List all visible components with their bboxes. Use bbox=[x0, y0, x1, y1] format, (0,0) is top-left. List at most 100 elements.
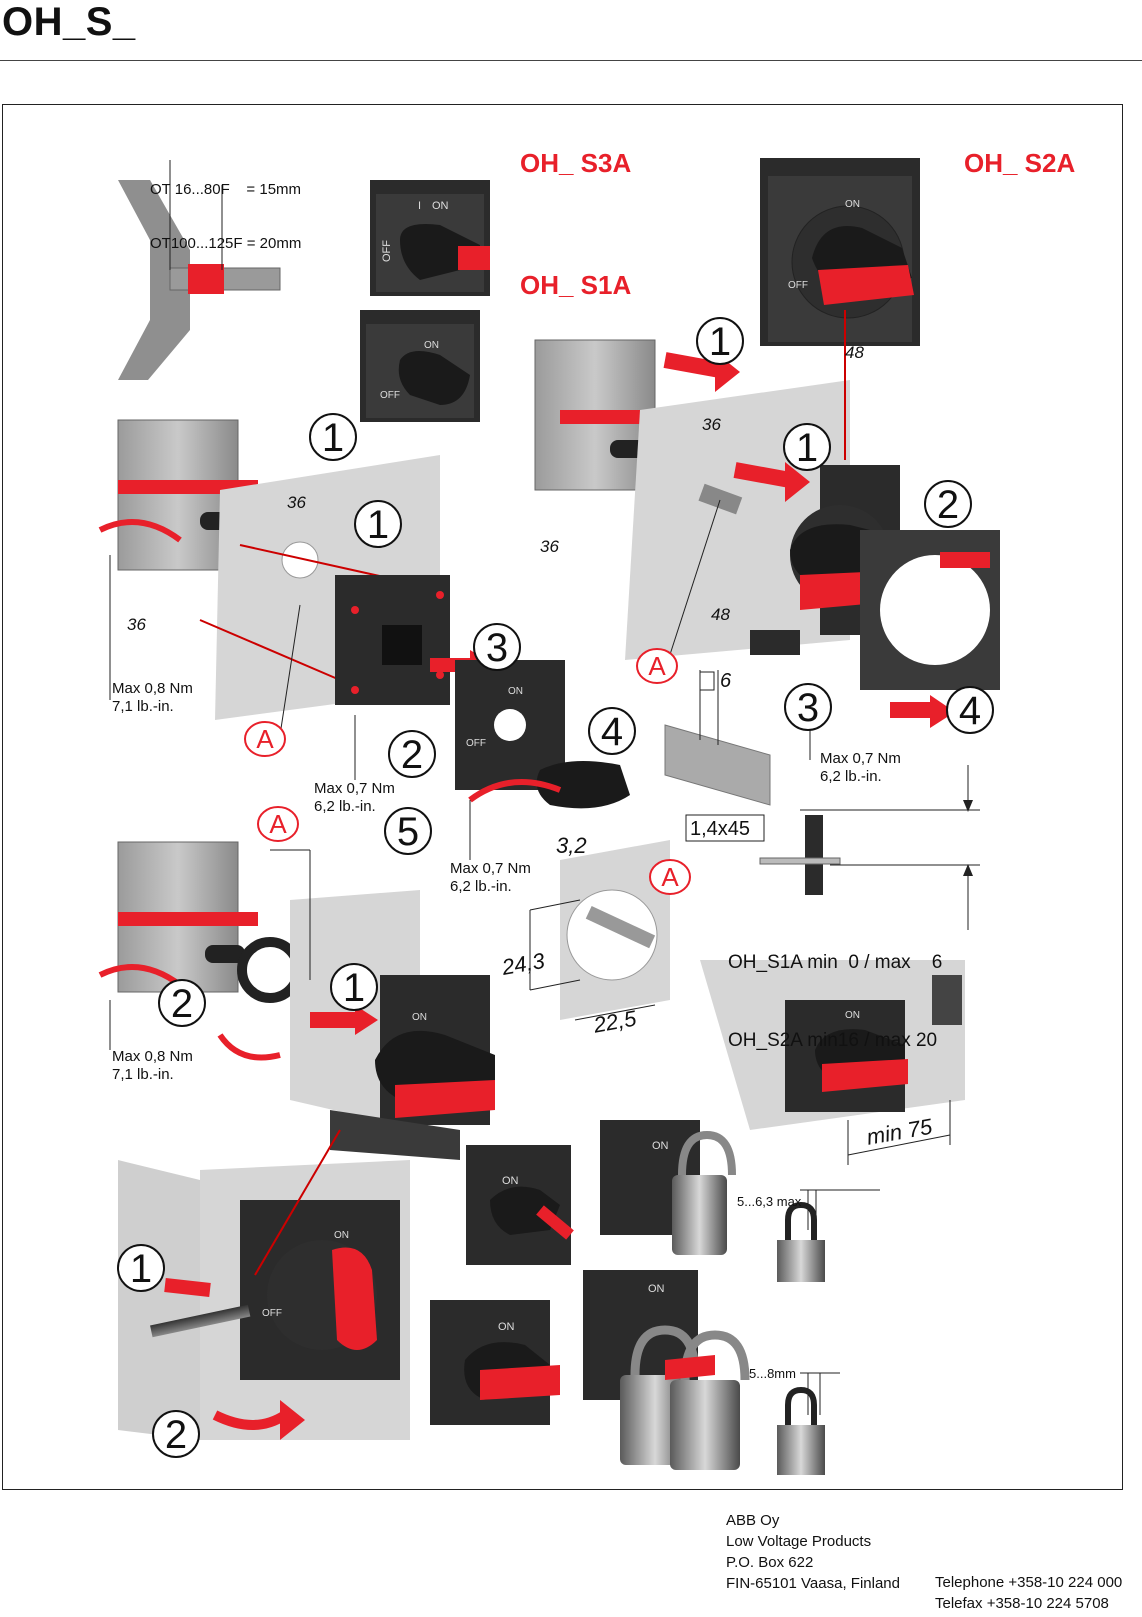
switch-assembly-2 bbox=[534, 339, 850, 660]
footer-company: ABB Oy bbox=[726, 1512, 780, 1529]
svg-text:1: 1 bbox=[709, 320, 731, 364]
torque-note-line: Max 0,7 Nm bbox=[450, 860, 531, 877]
svg-text:2: 2 bbox=[401, 733, 423, 777]
torque-note-line: Max 0,8 Nm bbox=[112, 1048, 193, 1065]
svg-text:3: 3 bbox=[486, 626, 508, 670]
torque-note-line: 6,2 lb.-in. bbox=[314, 798, 376, 815]
svg-text:OFF: OFF bbox=[262, 1308, 282, 1319]
padlock-handle-1 bbox=[466, 1145, 574, 1265]
svg-text:ON: ON bbox=[502, 1175, 519, 1187]
svg-text:OFF: OFF bbox=[381, 240, 393, 262]
step-circles: 1 1 3 4 2 5 1 1 2 3 4 2 1 1 2 bbox=[117, 317, 994, 1458]
torque-note: Max 0,7 Nm 6,2 lb.-in. bbox=[314, 780, 395, 816]
shaft-spec-line-1: OT 16...80F = 15mm bbox=[150, 181, 302, 198]
svg-text:1: 1 bbox=[367, 503, 389, 547]
thickness-spec: OH_S1A min 0 / max 6 OH_S2A min16 / max … bbox=[728, 898, 942, 1080]
torque-note: Max 0,8 Nm 7,1 lb.-in. bbox=[112, 1048, 193, 1084]
torque-note-line: Max 0,8 Nm bbox=[112, 680, 193, 697]
svg-text:A: A bbox=[648, 651, 666, 681]
adapter-plate bbox=[335, 575, 495, 705]
svg-text:ON: ON bbox=[508, 686, 523, 697]
footer-box: P.O. Box 622 bbox=[726, 1554, 814, 1571]
svg-text:48: 48 bbox=[711, 605, 730, 624]
model-label-s2a: OH_ S2A bbox=[964, 148, 1076, 178]
torque-note-line: 6,2 lb.-in. bbox=[820, 768, 882, 785]
torque-note: Max 0,7 Nm 6,2 lb.-in. bbox=[450, 860, 531, 896]
torque-note: Max 0,8 Nm 7,1 lb.-in. bbox=[112, 680, 193, 716]
svg-text:ON: ON bbox=[424, 340, 439, 351]
illustration-frame bbox=[2, 104, 1123, 1490]
shaft-spec-line-2: OT100...125F = 20mm bbox=[150, 235, 302, 252]
padlock-handle-4 bbox=[583, 1270, 750, 1470]
s2a-mechanism bbox=[750, 310, 1000, 728]
shaft-bar bbox=[664, 670, 771, 806]
footer-telefax: Telefax +358-10 224 5708 bbox=[935, 1595, 1109, 1612]
svg-text:1,4x45: 1,4x45 bbox=[690, 818, 750, 840]
svg-text:24,3: 24,3 bbox=[499, 948, 547, 980]
svg-text:4: 4 bbox=[601, 710, 623, 754]
model-label-s1a: OH_ S1A bbox=[520, 270, 632, 300]
footer-contact: Telephone +358-10 224 000 Telefax +358-1… bbox=[935, 1572, 1122, 1614]
torque-note: Max 0,7 Nm 6,2 lb.-in. bbox=[820, 750, 901, 786]
svg-text:1: 1 bbox=[130, 1247, 152, 1291]
svg-text:I: I bbox=[418, 200, 421, 212]
svg-text:2: 2 bbox=[171, 982, 193, 1026]
footer-city: FIN-65101 Vaasa, Finland bbox=[726, 1575, 900, 1592]
page-title: OH_S_ bbox=[2, 0, 136, 44]
chamfer-label: 1,4x45 bbox=[685, 814, 765, 842]
svg-text:OFF: OFF bbox=[788, 280, 808, 291]
padlock-handle-3 bbox=[430, 1300, 560, 1425]
padlock-icon bbox=[777, 1189, 880, 1282]
leader-line bbox=[279, 604, 301, 736]
padlock-icon bbox=[777, 1372, 840, 1475]
svg-text:ON: ON bbox=[845, 1010, 860, 1021]
oh-s1a-handle bbox=[360, 310, 480, 422]
footer-address: ABB Oy Low Voltage Products P.O. Box 622… bbox=[726, 1510, 900, 1594]
svg-text:6: 6 bbox=[720, 670, 732, 692]
switch-assembly-3 bbox=[98, 841, 495, 1160]
torque-note-line: 6,2 lb.-in. bbox=[450, 878, 512, 895]
svg-text:A: A bbox=[256, 724, 274, 754]
svg-text:5: 5 bbox=[397, 810, 419, 854]
svg-text:A: A bbox=[269, 809, 287, 839]
torque-note-line: 7,1 lb.-in. bbox=[112, 1066, 174, 1083]
svg-text:ON: ON bbox=[412, 1012, 427, 1023]
svg-text:5...8mm: 5...8mm bbox=[749, 1366, 796, 1381]
cutout-detail bbox=[529, 840, 670, 1021]
panel-thickness-detail bbox=[759, 765, 980, 930]
dimension-labels: 36 36 36 36 48 48 6 3,2 24,3 22,5 min 75… bbox=[127, 343, 935, 1381]
footer-telephone: Telephone +358-10 224 000 bbox=[935, 1574, 1123, 1591]
svg-text:ON: ON bbox=[648, 1283, 665, 1295]
svg-text:3: 3 bbox=[797, 686, 819, 730]
svg-text:OFF: OFF bbox=[380, 390, 400, 401]
svg-text:1: 1 bbox=[322, 416, 344, 460]
svg-text:36: 36 bbox=[540, 537, 559, 556]
thickness-spec-line-2: OH_S2A min16 / max 20 bbox=[728, 1030, 938, 1051]
thickness-spec-line-1: OH_S1A min 0 / max 6 bbox=[728, 952, 943, 973]
svg-text:1: 1 bbox=[343, 966, 365, 1010]
padlock-handle-2 bbox=[600, 1120, 736, 1255]
enclosure-door bbox=[700, 960, 965, 1165]
oh-s2a-handle bbox=[760, 158, 920, 346]
title-rule bbox=[0, 60, 1142, 61]
detail-a-markers: A A A A bbox=[244, 648, 691, 895]
shaft-detail bbox=[118, 160, 281, 380]
svg-text:2: 2 bbox=[165, 1413, 187, 1457]
svg-text:ON: ON bbox=[498, 1321, 515, 1333]
door-assembly bbox=[118, 1129, 410, 1440]
svg-text:36: 36 bbox=[702, 415, 721, 434]
footer-division: Low Voltage Products bbox=[726, 1533, 872, 1550]
leader-line bbox=[664, 499, 721, 671]
svg-text:ON: ON bbox=[652, 1140, 669, 1152]
svg-text:3,2: 3,2 bbox=[556, 833, 587, 858]
torque-note-line: Max 0,7 Nm bbox=[314, 780, 395, 797]
svg-text:A: A bbox=[661, 862, 679, 892]
svg-text:OFF: OFF bbox=[466, 738, 486, 749]
model-label-s3a: OH_ S3A bbox=[520, 148, 632, 178]
svg-text:36: 36 bbox=[287, 493, 306, 512]
handle-marks: ON I OFF ON OFF ON OFF ON OFF ON ON OFF … bbox=[262, 199, 860, 1333]
svg-text:ON: ON bbox=[334, 1230, 349, 1241]
svg-text:4: 4 bbox=[959, 689, 981, 733]
svg-text:48: 48 bbox=[845, 343, 864, 362]
